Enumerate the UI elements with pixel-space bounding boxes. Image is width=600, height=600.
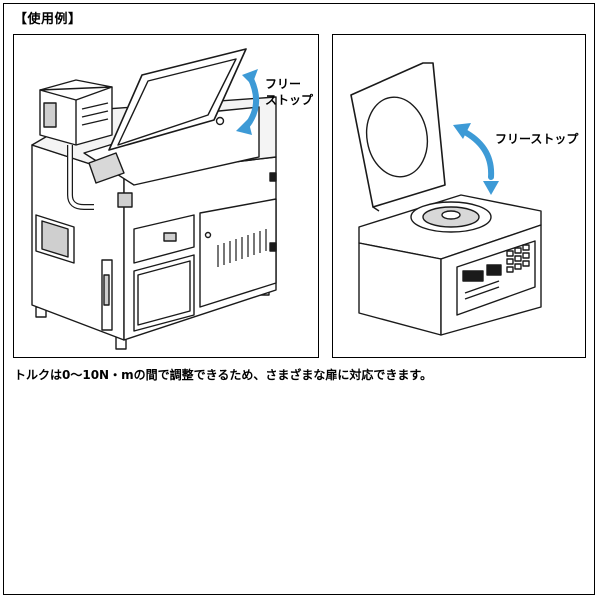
callout-line1: フリー	[265, 77, 302, 91]
callout-line2: ストップ	[265, 93, 314, 107]
centrifuge-illustration	[350, 62, 542, 336]
section-title: 【使用例】	[14, 12, 82, 27]
usage-example-panel-machine	[13, 34, 319, 358]
rotate-arrow-icon	[453, 123, 499, 195]
free-stop-label-right: フリーストップ	[495, 132, 579, 146]
usage-example-panel-centrifuge	[332, 34, 586, 358]
caption-text: トルクは0〜10N・mの間で調整できるため、さまざまな扉に対応できます。	[14, 368, 433, 382]
free-stop-label-left: フリー ストップ	[265, 76, 313, 108]
machine-illustration	[31, 48, 277, 350]
rotate-arrow-icon	[236, 69, 259, 135]
page-frame	[3, 3, 595, 595]
